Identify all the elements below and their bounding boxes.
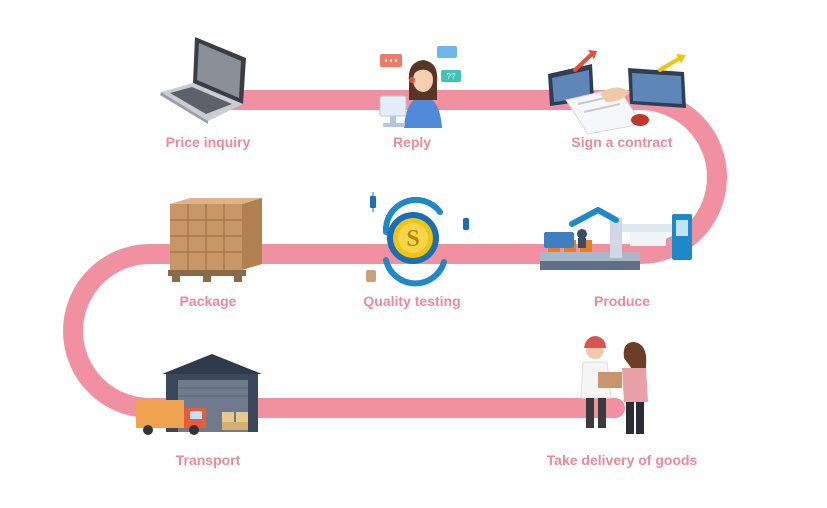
delivery-handover-icon bbox=[580, 336, 648, 434]
customer-service-icon: ?? bbox=[379, 46, 461, 128]
step-label-reply: Reply bbox=[392, 134, 432, 150]
step-label-quality-testing: Quality testing bbox=[363, 293, 461, 309]
handshake-contract-icon bbox=[548, 50, 686, 135]
svg-text:S: S bbox=[406, 226, 419, 252]
step-label-sign-contract: Sign a contract bbox=[571, 134, 673, 150]
quality-coin-icon: S bbox=[366, 192, 469, 287]
factory-robot-arm-icon bbox=[540, 207, 692, 270]
step-label-price-inquiry: Price inquiry bbox=[165, 134, 251, 150]
pallet-boxes-icon bbox=[168, 198, 262, 282]
truck-warehouse-icon bbox=[136, 354, 262, 435]
step-label-take-delivery: Take delivery of goods bbox=[546, 452, 698, 468]
step-label-transport: Transport bbox=[175, 452, 241, 468]
svg-text:??: ?? bbox=[447, 72, 456, 81]
laptop-icon bbox=[160, 37, 246, 124]
step-label-produce: Produce bbox=[593, 293, 651, 309]
step-label-package: Package bbox=[179, 293, 237, 309]
